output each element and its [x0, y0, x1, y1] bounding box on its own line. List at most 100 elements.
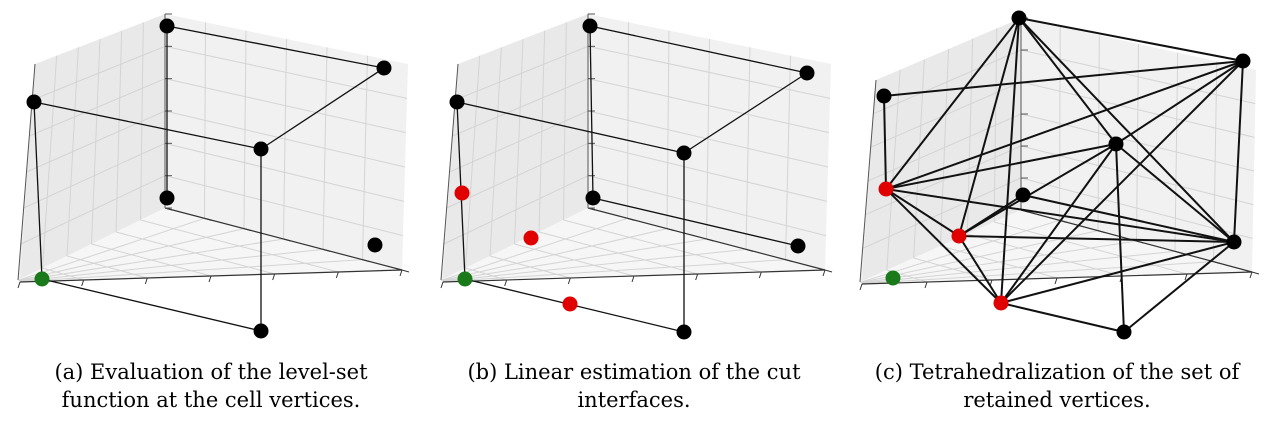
- cut-point-marker: [562, 296, 578, 312]
- axis-tick: [283, 238, 291, 242]
- mesh-edge: [885, 143, 1117, 190]
- axis-pane-right: [165, 14, 408, 270]
- cell-vertex-marker: [159, 190, 175, 206]
- mesh-edge: [958, 143, 1117, 237]
- cut-point-marker: [523, 230, 539, 246]
- cell-vertex-marker: [1116, 324, 1132, 340]
- axis-tick: [144, 277, 148, 285]
- mesh-edge: [885, 60, 1244, 190]
- mesh-edge: [1123, 241, 1235, 333]
- caption-a-line2: function at the cell vertices.: [61, 388, 361, 412]
- cell-vertex-marker: [1235, 53, 1251, 69]
- mesh-edge: [166, 25, 385, 69]
- mesh-edge: [1233, 60, 1244, 243]
- cell-vertex-marker: [159, 18, 175, 34]
- panel-a: (a) Evaluation of the level-set function…: [0, 0, 422, 425]
- grid-line: [20, 175, 166, 245]
- axis-tick: [335, 271, 339, 279]
- grid-line: [164, 175, 404, 237]
- axis-tick: [81, 279, 85, 287]
- mesh-edge: [1115, 60, 1244, 145]
- axis-tick: [440, 281, 444, 289]
- cell-vertex-marker: [585, 190, 601, 206]
- mesh-edge: [1022, 194, 1235, 243]
- cell-vertex-marker: [582, 18, 598, 34]
- mesh-edge: [1018, 17, 1235, 243]
- caption-b-line2: interfaces.: [577, 388, 691, 412]
- grid-line: [442, 259, 786, 283]
- mesh-edge: [1018, 17, 1244, 62]
- cell-vertex-marker: [676, 324, 692, 340]
- axis-tick: [1251, 271, 1260, 275]
- axis-tick: [1249, 271, 1253, 279]
- axis-tick: [17, 281, 21, 289]
- panel-b: (b) Linear estimation of the cut interfa…: [423, 0, 845, 425]
- mesh-edge: [260, 67, 385, 150]
- cell-vertex-marker: [799, 65, 815, 81]
- axis-tick: [859, 283, 863, 291]
- cube-diagram-a: [17, 13, 410, 339]
- axis-tick: [785, 259, 793, 263]
- axis-tick: [567, 277, 571, 285]
- cut-point-marker: [878, 181, 894, 197]
- axis-tick: [924, 281, 928, 289]
- cut-point-marker: [951, 228, 967, 244]
- axis-pane-back: [860, 18, 1021, 282]
- mesh-edge: [958, 235, 1002, 304]
- mesh-edge: [885, 188, 960, 237]
- axis-tick: [401, 269, 410, 273]
- axis-tick: [631, 275, 635, 283]
- axis-tick: [1184, 273, 1188, 281]
- axis-tick: [758, 271, 762, 279]
- grid-line: [19, 259, 363, 283]
- axis-tick: [204, 217, 212, 221]
- mesh-edge: [883, 95, 887, 190]
- axis-line-z-left: [859, 79, 877, 283]
- mesh-edge: [1000, 302, 1125, 333]
- caption-a-line1: (a) Evaluation of the level-set: [54, 360, 368, 384]
- mesh-edge: [958, 235, 1235, 243]
- caption-c-line2: retained vertices.: [963, 388, 1151, 412]
- inside-vertex-marker: [34, 271, 50, 287]
- axis-tick: [627, 217, 635, 221]
- mesh-edge: [883, 60, 1244, 97]
- axis-tick: [322, 248, 331, 252]
- axis-tick: [1097, 230, 1106, 234]
- mesh-edge: [958, 194, 1024, 237]
- inside-vertex-marker: [457, 271, 473, 287]
- cell-vertex-marker: [376, 60, 392, 76]
- grid-line: [587, 175, 827, 237]
- mesh-edge: [1000, 60, 1244, 304]
- axis-tick: [706, 238, 714, 242]
- cube-diagram-c: [859, 10, 1260, 340]
- caption-b: (b) Linear estimation of the cut interfa…: [439, 358, 829, 414]
- axis-tick: [399, 269, 403, 277]
- mesh-edge: [683, 72, 808, 154]
- cell-vertex-marker: [253, 323, 269, 339]
- mesh-edge: [1115, 143, 1235, 243]
- mesh-edge: [885, 17, 1020, 190]
- cell-vertex-marker: [876, 88, 892, 104]
- grid-line: [1020, 177, 1253, 239]
- mesh-edge: [589, 25, 808, 74]
- axis-tick: [243, 228, 252, 232]
- cell-vertex-marker: [26, 94, 42, 110]
- axis-tick: [1136, 240, 1144, 244]
- axis-tick: [1054, 277, 1058, 285]
- cell-vertex-marker: [1108, 136, 1124, 152]
- caption-a: (a) Evaluation of the level-set function…: [16, 358, 406, 414]
- cut-point-marker: [454, 185, 470, 201]
- panel-c: (c) Tetrahedralization of the set of ret…: [846, 0, 1268, 425]
- grid-line: [862, 177, 1022, 249]
- cell-vertex-marker: [367, 237, 383, 253]
- mesh-edge: [33, 101, 43, 280]
- mesh-edge: [456, 101, 685, 154]
- inside-vertex-marker: [885, 270, 901, 286]
- cut-point-marker: [993, 295, 1009, 311]
- mesh-edge: [1000, 241, 1235, 304]
- mesh-edge: [33, 101, 262, 150]
- caption-c-line1: (c) Tetrahedralization of the set of: [874, 360, 1240, 384]
- axis-tick: [822, 269, 826, 277]
- cell-vertex-marker: [1011, 10, 1027, 26]
- cell-vertex-marker: [449, 94, 465, 110]
